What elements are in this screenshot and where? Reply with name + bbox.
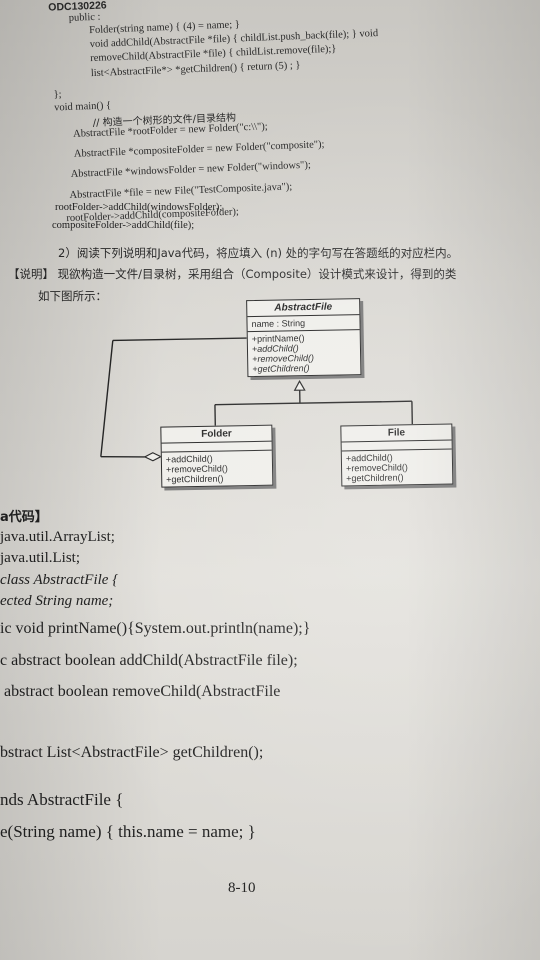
- class-operations: +addChild() +removeChild() +getChildren(…: [342, 450, 453, 486]
- code-line: rootFolder->addChild(windowsFolder);: [55, 202, 223, 213]
- code-line: public :: [68, 11, 101, 24]
- uml-connectors: [100, 337, 414, 462]
- class-abstractfile: AbstractFile name : String +printName() …: [246, 298, 362, 378]
- class-file: File +addChild() +removeChild() +getChil…: [340, 423, 454, 487]
- code-line: AbstractFile *file = new File("TestCompo…: [69, 181, 293, 202]
- class-operations: +printName() +addChild() +removeChild() …: [248, 330, 361, 376]
- class-folder: Folder +addChild() +removeChild() +getCh…: [160, 424, 274, 488]
- class-name: AbstractFile: [247, 299, 360, 318]
- code-line: c abstract boolean addChild(AbstractFile…: [0, 652, 298, 669]
- code-line: void main() {: [53, 100, 112, 114]
- class-operations: +addChild() +removeChild() +getChildren(…: [162, 451, 273, 487]
- code-line: list<AbstractFile*> *getChildren() { ret…: [90, 60, 301, 80]
- code-line: compositeFolder->addChild(file);: [52, 220, 195, 231]
- code-line: class AbstractFile {: [0, 572, 119, 588]
- class-name: Folder: [161, 425, 272, 444]
- code-line: ic void printName(){System.out.println(n…: [0, 620, 311, 637]
- code-line: AbstractFile *windowsFolder = new Folder…: [70, 159, 311, 180]
- code-line: bstract List<AbstractFile> getChildren()…: [0, 744, 264, 761]
- description-line-2: 如下图所示：: [38, 289, 107, 303]
- operation: +getChildren(): [252, 363, 310, 375]
- code-line: java.util.ArrayList;: [0, 529, 115, 545]
- uml-class-diagram: AbstractFile name : String +printName() …: [80, 288, 464, 510]
- code-line: AbstractFile *compositeFolder = new Fold…: [73, 139, 325, 160]
- operation: +getChildren(): [166, 473, 224, 485]
- code-line: };: [53, 89, 62, 101]
- code-line: e(String name) { this.name = name; }: [0, 822, 256, 841]
- description-line: 【说明】 现欲构造一文件/目录树，采用组合（Composite）设计模式来设计，…: [8, 267, 457, 281]
- page-number: 8-10: [228, 880, 256, 896]
- operation: +getChildren(): [346, 472, 404, 484]
- question-line: 2）阅读下列说明和Java代码，将应填入 (n) 处的字句写在答题纸的对应栏内。: [58, 246, 459, 260]
- java-heading: a代码】: [0, 510, 48, 525]
- code-line: ected String name;: [0, 593, 114, 609]
- code-line: abstract boolean removeChild(AbstractFil…: [4, 683, 281, 700]
- code-line: java.util.List;: [0, 550, 80, 566]
- code-line: nds AbstractFile {: [0, 790, 124, 809]
- class-name: File: [341, 424, 452, 443]
